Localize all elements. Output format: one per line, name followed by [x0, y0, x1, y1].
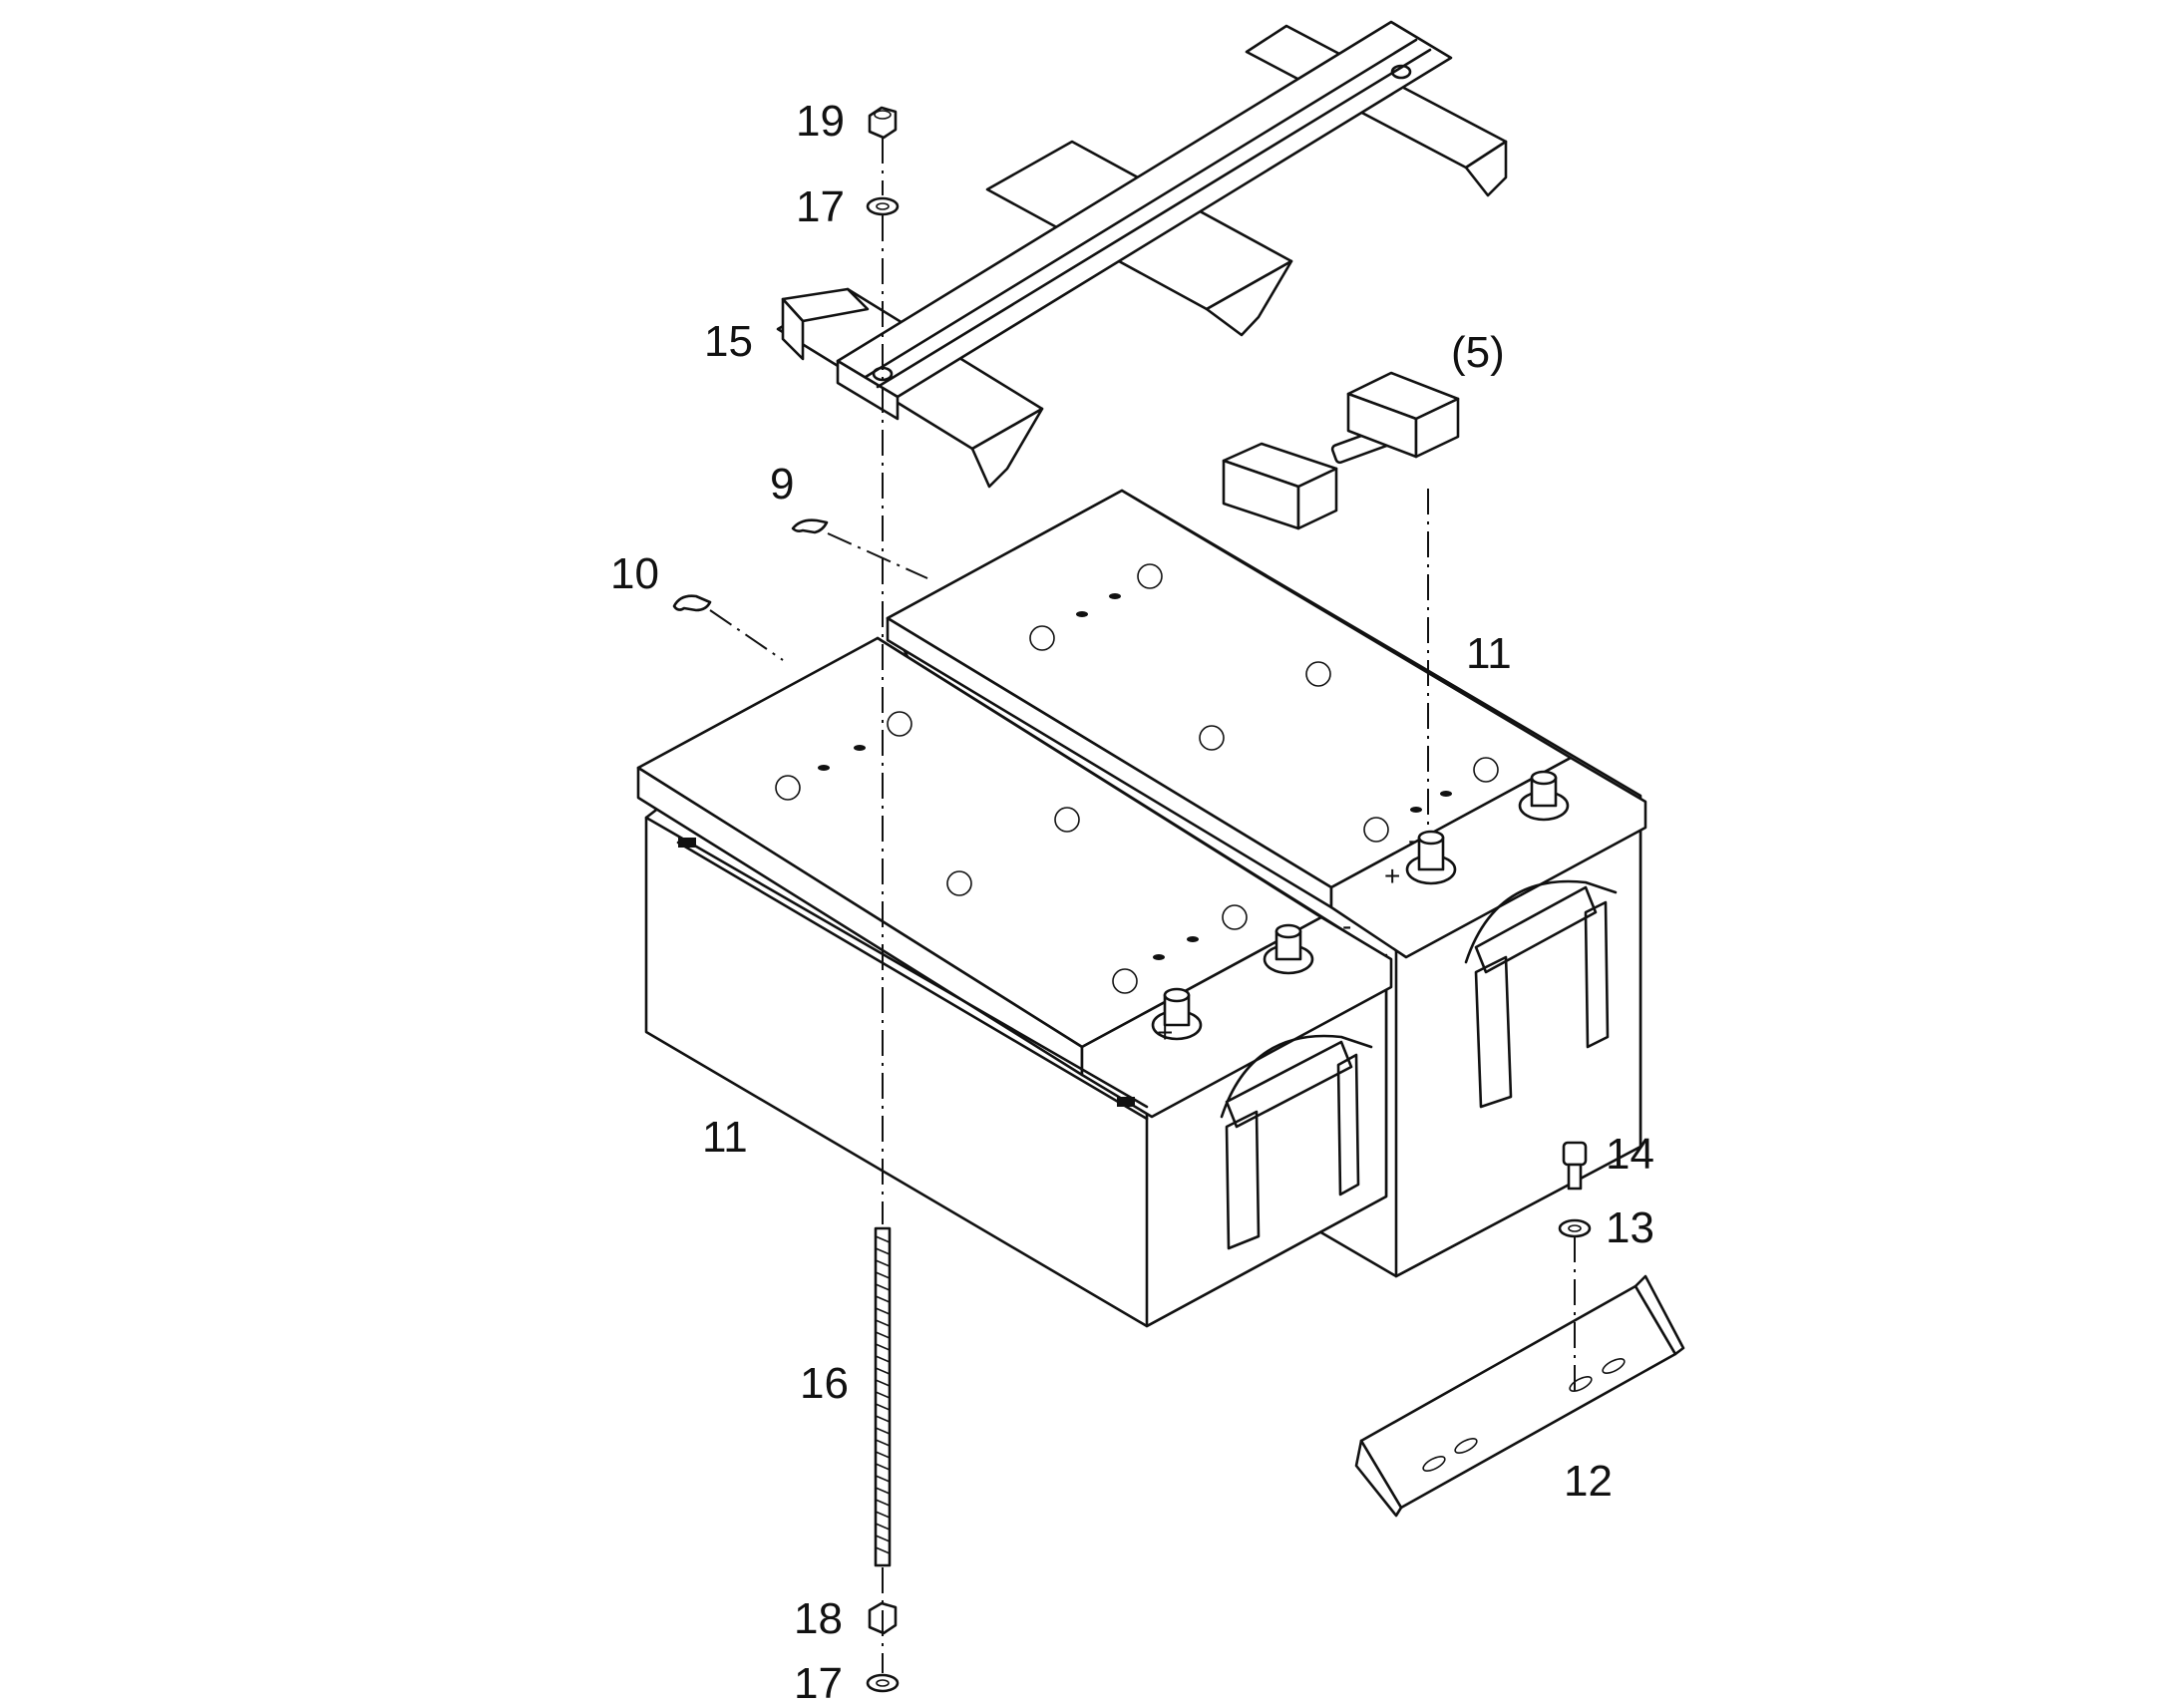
threaded-rod-16: [874, 1226, 892, 1567]
nut-19: [868, 106, 898, 140]
plus-mark-left: +: [1157, 1017, 1173, 1048]
angle-bracket-12: [1354, 1274, 1685, 1518]
callout-19: 19: [796, 97, 845, 146]
minus-mark-left: -: [1342, 910, 1351, 941]
plus-mark-right: +: [1384, 860, 1400, 891]
callout-17-top: 17: [796, 182, 845, 231]
vent-clip-10: [672, 594, 712, 612]
callout-10: 10: [610, 549, 659, 598]
callout-11-right: 11: [1466, 629, 1512, 678]
jumper-cable: [1222, 371, 1460, 530]
callout-12: 12: [1564, 1457, 1613, 1506]
assembly-centerlines: [709, 138, 1576, 1673]
vent-clip-9: [791, 518, 829, 534]
washer-17-top: [866, 196, 900, 216]
callout-14: 14: [1606, 1130, 1654, 1179]
callout-16: 16: [800, 1359, 849, 1408]
minus-mark-right: -: [1408, 825, 1417, 855]
callout-13: 13: [1606, 1203, 1654, 1252]
callout-11-left: 11: [702, 1113, 748, 1162]
callout-15: 15: [704, 317, 753, 366]
callout-5: (5): [1451, 328, 1505, 377]
callout-18: 18: [794, 1594, 843, 1643]
bolt-14: [1562, 1141, 1588, 1191]
washer-13: [1558, 1218, 1592, 1238]
hold-down-frame: [776, 20, 1508, 489]
washer-17-bottom: [866, 1673, 900, 1693]
battery-left: [636, 636, 1393, 1328]
callout-17-bottom: 17: [794, 1659, 843, 1708]
callout-9: 9: [770, 460, 794, 509]
